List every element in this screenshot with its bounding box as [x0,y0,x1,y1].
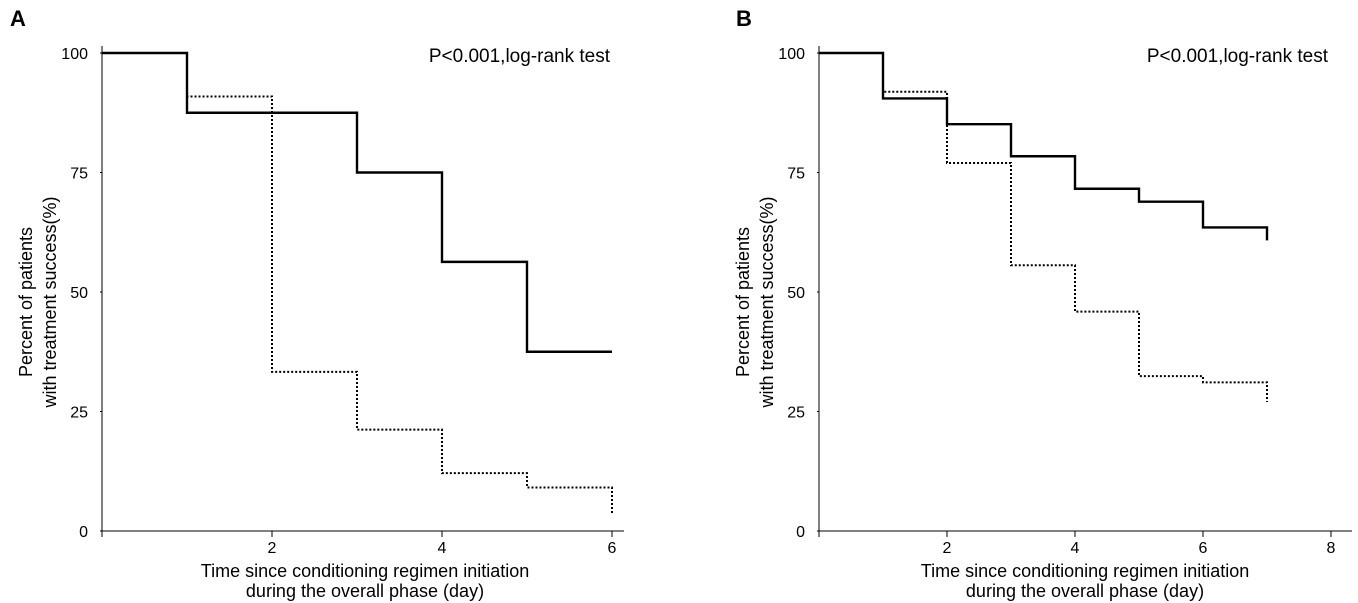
x-tick-label: 4 [1071,540,1080,557]
y-tick-label: 0 [79,524,88,541]
y-axis-label: with treatment success(%) [40,196,60,408]
x-tick-label: 6 [1199,540,1208,557]
y-tick-label: 75 [70,166,88,183]
p-value-annotation: P<0.001,log-rank test [429,46,611,67]
x-tick-label: 4 [438,540,447,557]
panel-label: B [736,6,752,31]
y-tick-label: 100 [61,46,88,63]
y-axis-label: with treatment success(%) [757,196,777,408]
y-tick-label: 25 [70,405,88,422]
solid-survival-curve [819,51,1269,241]
y-axis-label: Percent of patients [16,227,36,377]
x-tick-label: 6 [608,540,617,557]
x-axis-label: during the overall phase (day) [966,581,1204,601]
dotted-survival-curve [819,52,1268,402]
x-tick-label: 2 [943,540,952,557]
x-axis-label: Time since conditioning regimen initiati… [201,561,530,581]
x-axis-label: during the overall phase (day) [246,581,484,601]
y-axis-label: Percent of patients [733,227,753,377]
solid-survival-curve [102,51,612,353]
x-axis-label: Time since conditioning regimen initiati… [921,561,1250,581]
p-value-annotation: P<0.001,log-rank test [1147,46,1329,67]
y-tick-label: 0 [796,524,805,541]
y-tick-label: 75 [787,166,805,183]
y-tick-label: 100 [778,46,805,63]
y-tick-label: 50 [70,285,88,302]
y-tick-label: 25 [787,405,805,422]
panel-label: A [10,6,26,31]
x-tick-label: 8 [1327,540,1336,557]
x-tick-label: 2 [268,540,277,557]
dotted-survival-curve [102,52,613,515]
y-tick-label: 50 [787,285,805,302]
